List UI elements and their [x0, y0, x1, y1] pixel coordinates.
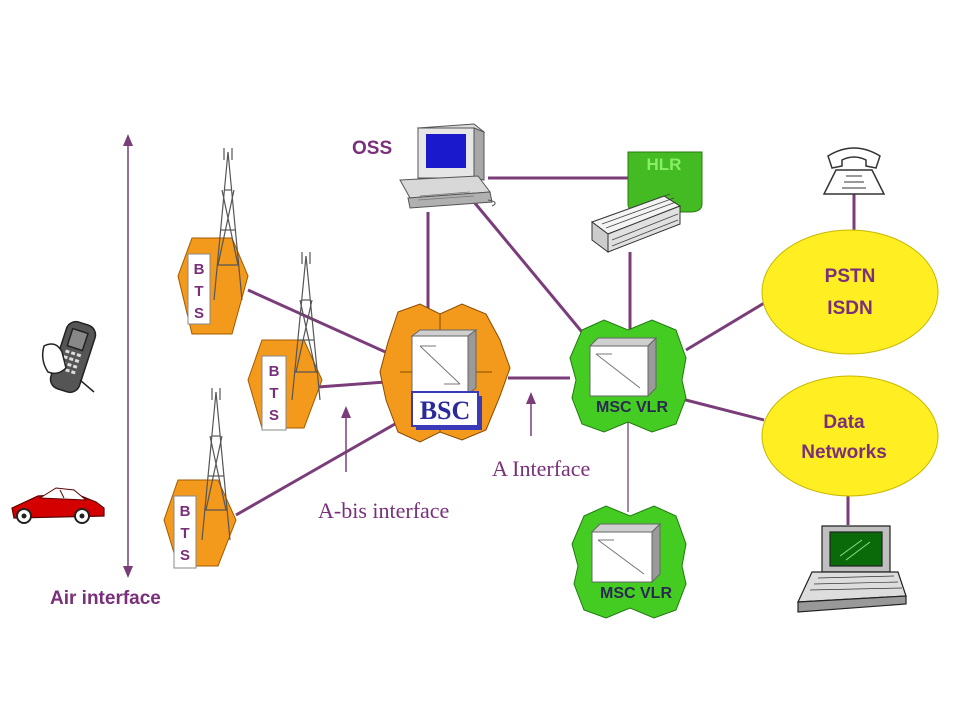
tower-3-icon — [201, 388, 231, 541]
oss-label: OSS — [352, 138, 392, 159]
air-interface-arrow — [123, 134, 133, 578]
bsc-label: BSC — [420, 396, 471, 425]
connection-lines — [235, 176, 856, 525]
isdn-label: ISDN — [827, 298, 872, 319]
hlr-node: HLR — [590, 151, 703, 253]
abis-pointer-arrow — [341, 406, 351, 472]
bts-2-letter-b: B — [269, 363, 280, 380]
bts-2-letter-t: T — [269, 385, 278, 402]
abis-interface-label: A-bis interface — [318, 498, 449, 523]
msc-vlr-bottom-label: MSC VLR — [600, 585, 672, 602]
bts-site-2: B T S — [247, 252, 323, 431]
air-interface-label: Air interface — [50, 588, 161, 609]
link-msc-data — [677, 396, 765, 422]
pstn-isdn-ellipse — [761, 229, 939, 355]
bts-3-letter-t: T — [180, 525, 189, 542]
tower-2-icon — [291, 252, 321, 401]
bts-site-1: B T S — [177, 148, 249, 335]
link-bts3-bsc — [235, 418, 403, 517]
oss-monitor-screen — [426, 134, 466, 168]
oss-computer-icon — [399, 123, 496, 209]
bts-site-3: B T S — [163, 388, 237, 569]
data-networks-ellipse — [761, 375, 939, 497]
bts-1-letter-s: S — [194, 305, 204, 322]
mobile-phone-icon — [41, 320, 97, 394]
telephone-icon — [822, 147, 886, 195]
laptop-screen — [829, 531, 883, 567]
bts-2-letter-s: S — [269, 407, 279, 424]
car-icon — [11, 487, 105, 524]
link-bts1-bsc — [247, 288, 393, 357]
msc-vlr-node-bottom: MSC VLR — [571, 505, 687, 619]
tower-1-icon — [213, 148, 243, 301]
a-pointer-arrow — [526, 392, 536, 436]
hlr-panel — [627, 151, 703, 213]
bts-3-letter-b: B — [180, 503, 191, 520]
bts-2-cabinet — [261, 355, 287, 431]
link-bts2-bsc — [317, 380, 387, 389]
hlr-label: HLR — [647, 155, 682, 174]
networks-label: Networks — [801, 442, 887, 463]
data-networks-node: Data Networks — [761, 375, 939, 497]
bts-1-cabinet — [187, 253, 211, 325]
msc-vlr-node-top: MSC VLR — [569, 319, 687, 433]
pstn-isdn-node: PSTN ISDN — [761, 229, 939, 355]
link-msc-pstn — [685, 300, 767, 352]
bts-3-cabinet — [173, 495, 197, 569]
data-label: Data — [823, 412, 865, 433]
msc-vlr-top-label: MSC VLR — [596, 399, 668, 416]
bts-3-letter-s: S — [180, 547, 190, 564]
link-oss-msc — [472, 201, 584, 333]
laptop-icon — [797, 525, 907, 613]
bsc-node: BSC — [379, 303, 511, 443]
a-interface-label: A Interface — [492, 456, 590, 481]
pstn-label: PSTN — [825, 266, 876, 287]
bts-1-letter-t: T — [194, 283, 203, 300]
hlr-database-rack-icon — [590, 193, 682, 253]
bsc-label-box — [411, 391, 479, 427]
bts-1-letter-b: B — [194, 261, 205, 278]
